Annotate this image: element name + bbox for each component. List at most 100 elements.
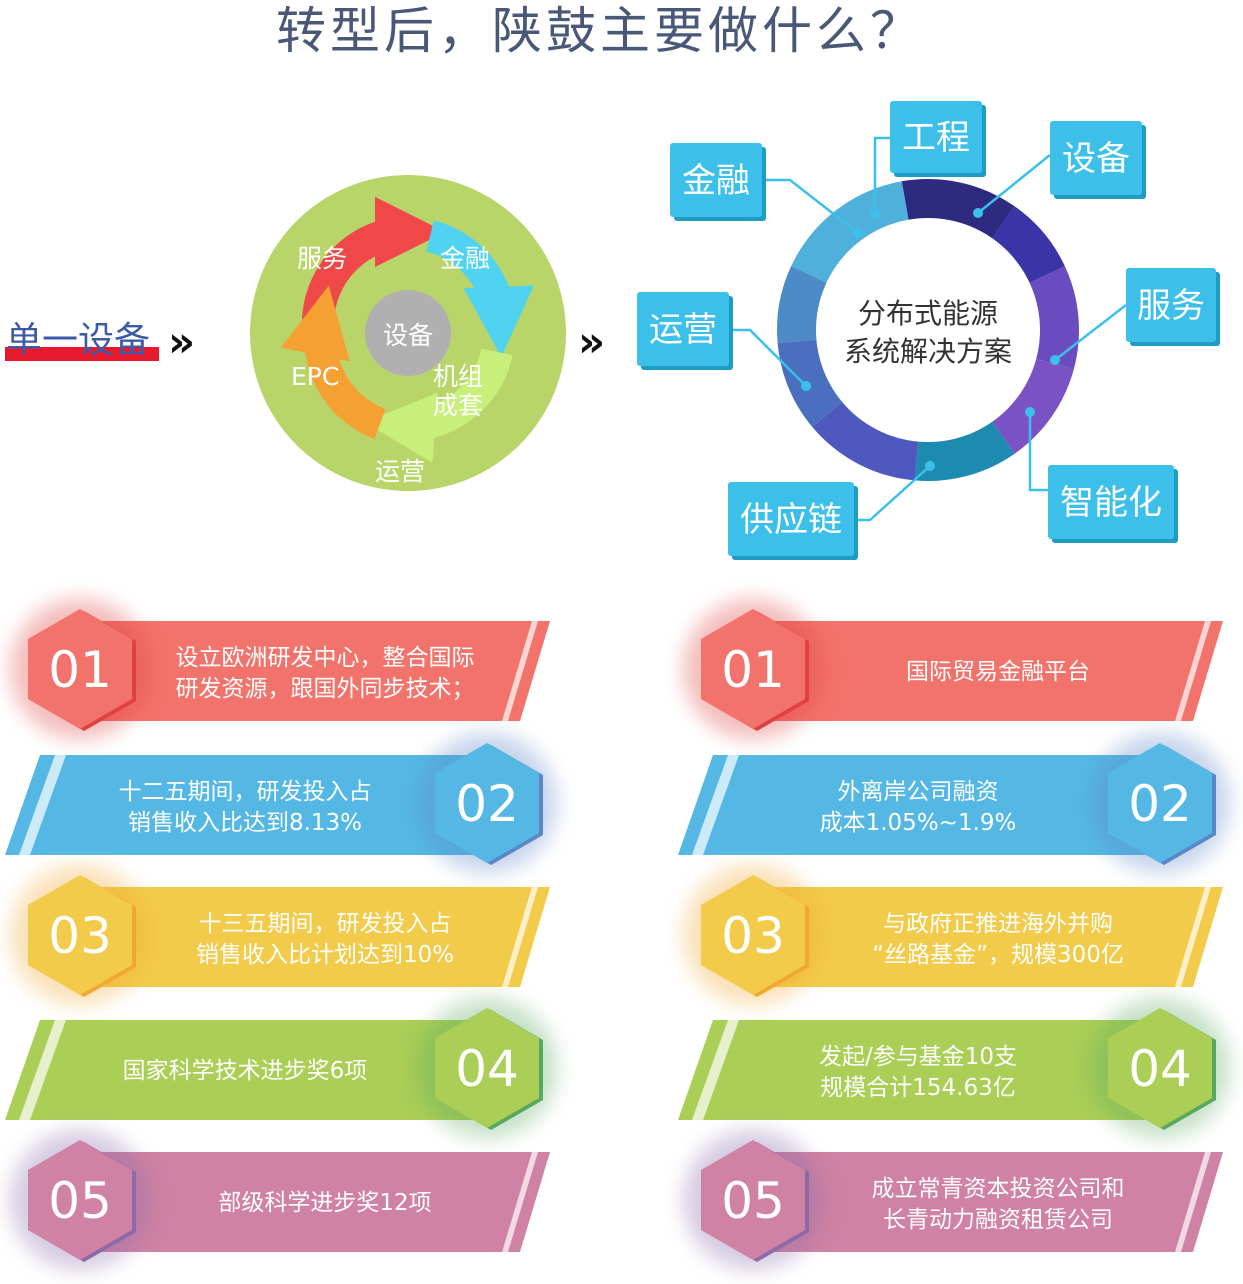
banner-stripe [502, 887, 538, 987]
connector-line [729, 328, 807, 387]
banner [773, 887, 1223, 987]
banner [773, 621, 1223, 721]
item-number: 05 [721, 1172, 785, 1230]
ring-segment [914, 420, 1015, 481]
connector-dot [1050, 355, 1060, 365]
item-text-line1: 外离岸公司融资 [838, 779, 999, 805]
ring-label-2: 服务 [1050, 268, 1220, 365]
ring-segment [812, 400, 919, 481]
ring-center-line1: 分布式能源 [858, 297, 998, 330]
double-chevron-icon: » [168, 317, 195, 366]
banner [773, 1152, 1223, 1252]
item-number: 03 [721, 907, 785, 965]
ring-segment [991, 358, 1074, 454]
item-number: 01 [48, 641, 112, 699]
banner [678, 755, 1173, 855]
ring-label-text: 运营 [649, 310, 717, 350]
ring-label-text: 服务 [1137, 286, 1205, 326]
ring-label-text: 供应链 [740, 500, 842, 540]
connector-line [854, 465, 931, 522]
ring-diagram: 分布式能源 系统解决方案 [777, 179, 1079, 481]
item-number: 03 [48, 907, 112, 965]
ring-segment [777, 339, 844, 428]
connector-line [1028, 412, 1048, 492]
cycle-arrow-epc [280, 285, 387, 439]
cycle-center: 设备 [383, 321, 433, 350]
double-chevron-icon: » [578, 317, 605, 366]
cycle-label-operation: 运营 [375, 457, 425, 486]
item-number: 04 [455, 1040, 519, 1098]
right-list-item: 03 与政府正推进海外并购 “丝路基金”，规模300亿 [683, 865, 1223, 1005]
item-text-line2: “丝路基金”，规模300亿 [872, 942, 1124, 968]
banner [100, 621, 550, 721]
hexagon-badge [28, 1140, 132, 1260]
connector-dot [1025, 407, 1035, 417]
connector-dot [973, 208, 983, 218]
item-text-line2: 长青动力融资租赁公司 [883, 1207, 1113, 1233]
item-text-line1: 发起/参与基金10支 [819, 1044, 1017, 1070]
hexagon-badge [701, 609, 805, 729]
item-text-line1: 国际贸易金融平台 [906, 659, 1090, 685]
item-text-line2: 研发资源，跟国外同步技术； [176, 676, 475, 702]
ring-segment [991, 206, 1065, 284]
banner-stripe [502, 621, 538, 721]
hexagon-badge [1108, 1008, 1212, 1128]
item-text-line1: 十三五期间，研发投入占 [199, 911, 452, 937]
connector-dot [925, 461, 935, 471]
ring-segment [1028, 266, 1079, 370]
ring-label-6: 金融 [670, 143, 863, 238]
item-text-line1: 与政府正推进海外并购 [883, 911, 1113, 937]
item-text-line2: 成本1.05%~1.9% [820, 810, 1017, 836]
hexagon-badge [1108, 743, 1212, 863]
connector-dot [853, 228, 863, 238]
cycle-label-epc: EPC [291, 362, 339, 391]
ring-label-4: 供应链 [728, 461, 935, 560]
ring-center-line2: 系统解决方案 [844, 335, 1012, 368]
item-number: 02 [1128, 775, 1192, 833]
item-number: 01 [721, 641, 785, 699]
right-list-item: 01 国际贸易金融平台 [683, 599, 1223, 739]
banner [5, 755, 500, 855]
ring-segment [777, 266, 828, 344]
cycle-label-set: 成套 [433, 391, 483, 420]
item-text-line2: 销售收入比达到8.13% [128, 810, 362, 836]
connector-line [873, 136, 890, 214]
ring-label-0: 工程 [870, 101, 986, 219]
banner-stripe [1175, 1152, 1211, 1252]
banner-stripe [502, 1152, 538, 1252]
hexagon-badge [701, 875, 805, 995]
red-underline [5, 347, 159, 361]
banner [5, 1020, 500, 1120]
item-text-line1: 设立欧洲研发中心，整合国际 [176, 645, 475, 671]
connector-line [762, 178, 859, 234]
ring-label-1: 设备 [973, 121, 1146, 218]
ring-label-3: 智能化 [1025, 407, 1178, 543]
item-number: 02 [455, 775, 519, 833]
hexagon-badge [701, 1140, 805, 1260]
banner-stripe [1175, 621, 1211, 721]
hexagon-badge [435, 1008, 539, 1128]
ring-label-text: 工程 [902, 118, 970, 158]
ring-label-5: 运营 [637, 292, 811, 391]
cycle-label-unit: 机组 [433, 362, 483, 391]
banner-stripe [19, 755, 66, 855]
connector-dot [801, 381, 811, 391]
item-number: 05 [48, 1172, 112, 1230]
page-title: 转型后，陕鼓主要做什么？ [276, 2, 924, 60]
connector-line [977, 154, 1051, 214]
cycle-arrow-unit [364, 348, 513, 463]
item-text-line2: 规模合计154.63亿 [820, 1075, 1015, 1101]
ring-segment [901, 179, 1015, 240]
cycle-arrow-finance [425, 220, 534, 358]
ring-label-text: 金融 [682, 161, 750, 201]
banner [678, 1020, 1173, 1120]
